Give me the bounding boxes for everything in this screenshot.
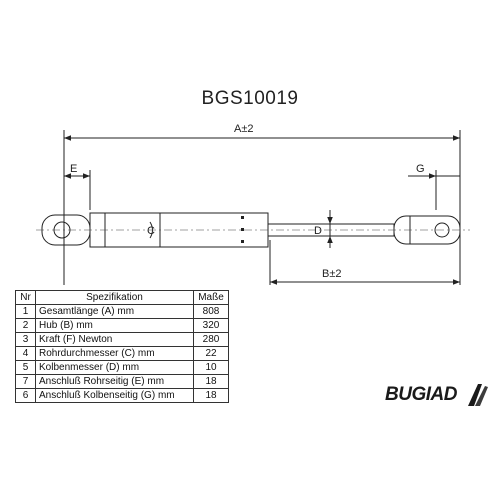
dim-label-g: G xyxy=(416,163,425,175)
row-spec: Anschluß Rohrseitig (E) mm xyxy=(35,374,194,389)
header-spec: Spezifikation xyxy=(35,290,194,305)
dim-label-a: A±2 xyxy=(234,123,254,135)
specification-table: Nr Spezifikation Maße 1 Gesamtlänge (A) … xyxy=(15,290,229,403)
row-value: 18 xyxy=(193,388,229,403)
tube-mark xyxy=(241,240,244,243)
dim-label-e: E xyxy=(70,163,77,175)
table-row: 1 Gesamtlänge (A) mm 808 xyxy=(15,304,229,319)
header-nr: Nr xyxy=(15,290,36,305)
row-value: 18 xyxy=(193,374,229,389)
left-eye-fitting xyxy=(41,214,91,246)
table-header-row: Nr Spezifikation Maße xyxy=(15,290,229,305)
part-number-title: BGS10019 xyxy=(201,88,299,109)
row-nr: 4 xyxy=(15,346,36,361)
table-row: 3 Kraft (F) Newton 280 xyxy=(15,332,229,347)
row-nr: 6 xyxy=(15,388,36,403)
row-value: 22 xyxy=(193,346,229,361)
table-row: 7 Anschluß Rohrseitig (E) mm 18 xyxy=(15,374,229,389)
brand-swoosh-icon xyxy=(468,384,488,406)
header-value: Maße xyxy=(193,290,229,305)
row-value: 320 xyxy=(193,318,229,333)
table-row: 2 Hub (B) mm 320 xyxy=(15,318,229,333)
row-value: 10 xyxy=(193,360,229,375)
row-spec: Gesamtlänge (A) mm xyxy=(35,304,194,319)
dim-label-d: D xyxy=(314,225,322,237)
row-spec: Hub (B) mm xyxy=(35,318,194,333)
row-spec: Anschluß Kolbenseitig (G) mm xyxy=(35,388,194,403)
table-row: 6 Anschluß Kolbenseitig (G) mm 18 xyxy=(15,388,229,403)
table-row: 4 Rohrdurchmesser (C) mm 22 xyxy=(15,346,229,361)
row-nr: 2 xyxy=(15,318,36,333)
row-nr: 3 xyxy=(15,332,36,347)
row-nr: 7 xyxy=(15,374,36,389)
row-nr: 1 xyxy=(15,304,36,319)
dim-label-b: B±2 xyxy=(322,268,342,280)
tube-mark xyxy=(241,228,244,231)
tube-mark xyxy=(241,216,244,219)
gas-spring-drawing: A±2 B±2 C D E G xyxy=(36,123,470,285)
row-spec: Rohrdurchmesser (C) mm xyxy=(35,346,194,361)
row-nr: 5 xyxy=(15,360,36,375)
row-spec: Kolbenmesser (D) mm xyxy=(35,360,194,375)
table-row: 5 Kolbenmesser (D) mm 10 xyxy=(15,360,229,375)
row-value: 280 xyxy=(193,332,229,347)
brand-logo: BUGIAD xyxy=(385,384,457,405)
dim-label-c: C xyxy=(147,225,155,237)
row-value: 808 xyxy=(193,304,229,319)
row-spec: Kraft (F) Newton xyxy=(35,332,194,347)
